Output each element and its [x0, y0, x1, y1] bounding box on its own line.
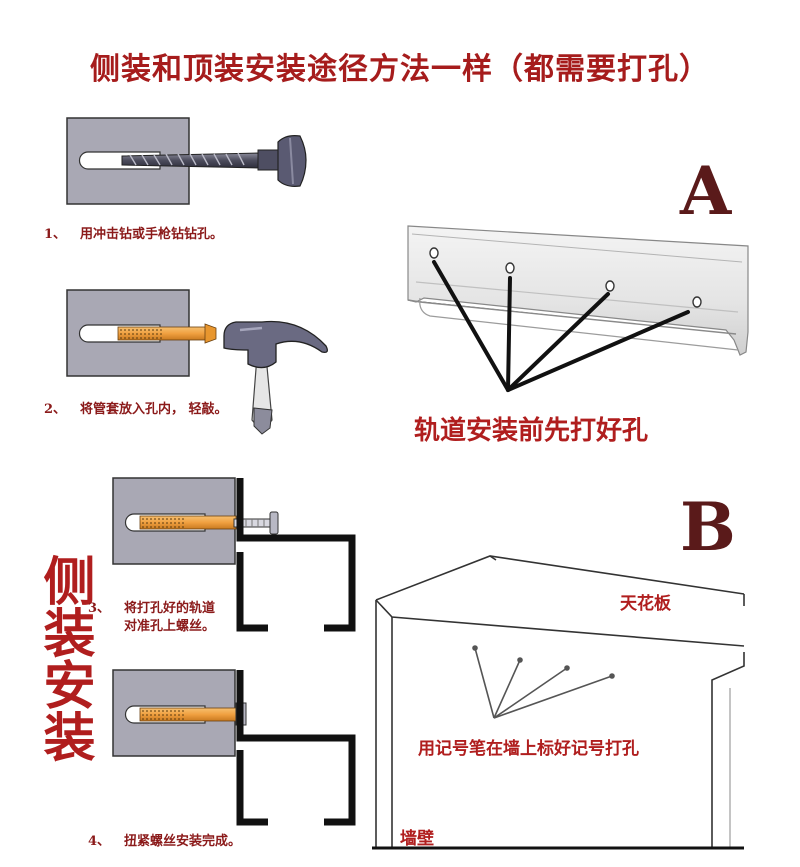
rail-a-illustration: [407, 225, 749, 392]
section-a-letter: A: [680, 152, 732, 230]
rail-profile-4: [236, 670, 356, 826]
step-3-text-2: 对准孔上螺丝。: [124, 619, 216, 634]
step-1-text: 用冲击钻或手枪钻钻孔。: [80, 227, 224, 242]
step-3-text: 将打孔好的轨道: [124, 601, 216, 616]
step-4-text: 扭紧螺丝安装完成。: [124, 834, 242, 849]
marker-lines: [472, 645, 615, 719]
section-a-caption: 轨道安装前先打好孔: [414, 416, 649, 446]
step-2-text: 将管套放入孔内， 轻敲。: [80, 402, 228, 417]
step-4-caption: 4、扭紧螺丝安装完成。: [88, 830, 241, 849]
step-2-caption: 2、将管套放入孔内， 轻敲。: [44, 398, 228, 417]
rail-profile-3: [236, 478, 356, 632]
step2-illustration: [66, 289, 328, 435]
wall-label: 墙壁: [400, 829, 434, 849]
step-1-number: 1、: [44, 227, 67, 242]
rail-pointer-lines: [432, 260, 690, 392]
hammer-icon: [223, 320, 328, 435]
section-b-letter: B: [680, 488, 736, 566]
step-3-number: 3、: [88, 601, 111, 616]
rail-hole-2: [505, 262, 515, 274]
step-3-caption: 3、将打孔好的轨道 对准孔上螺丝。: [88, 600, 215, 636]
step3-illustration: [112, 477, 356, 632]
step4-illustration: [112, 669, 356, 826]
rail-hole-3: [605, 280, 615, 292]
step-4-number: 4、: [88, 834, 111, 849]
step1-illustration: [66, 117, 307, 205]
marker-caption: 用记号笔在墙上标好记号打孔: [418, 739, 639, 759]
side-install-label: 侧装安装: [34, 554, 94, 762]
drill-icon: [121, 135, 307, 187]
wall-anchor-icon: [117, 323, 217, 344]
step-2-number: 2、: [44, 402, 67, 417]
page-title: 侧装和顶装安装途径方法一样（都需要打孔）: [90, 52, 710, 87]
room-b-illustration: [372, 555, 745, 850]
ceiling-label: 天花板: [620, 594, 671, 614]
rail-hole-4: [692, 296, 702, 308]
rail-hole-1: [429, 247, 439, 259]
step-1-caption: 1、用冲击钻或手枪钻钻孔。: [44, 223, 223, 242]
